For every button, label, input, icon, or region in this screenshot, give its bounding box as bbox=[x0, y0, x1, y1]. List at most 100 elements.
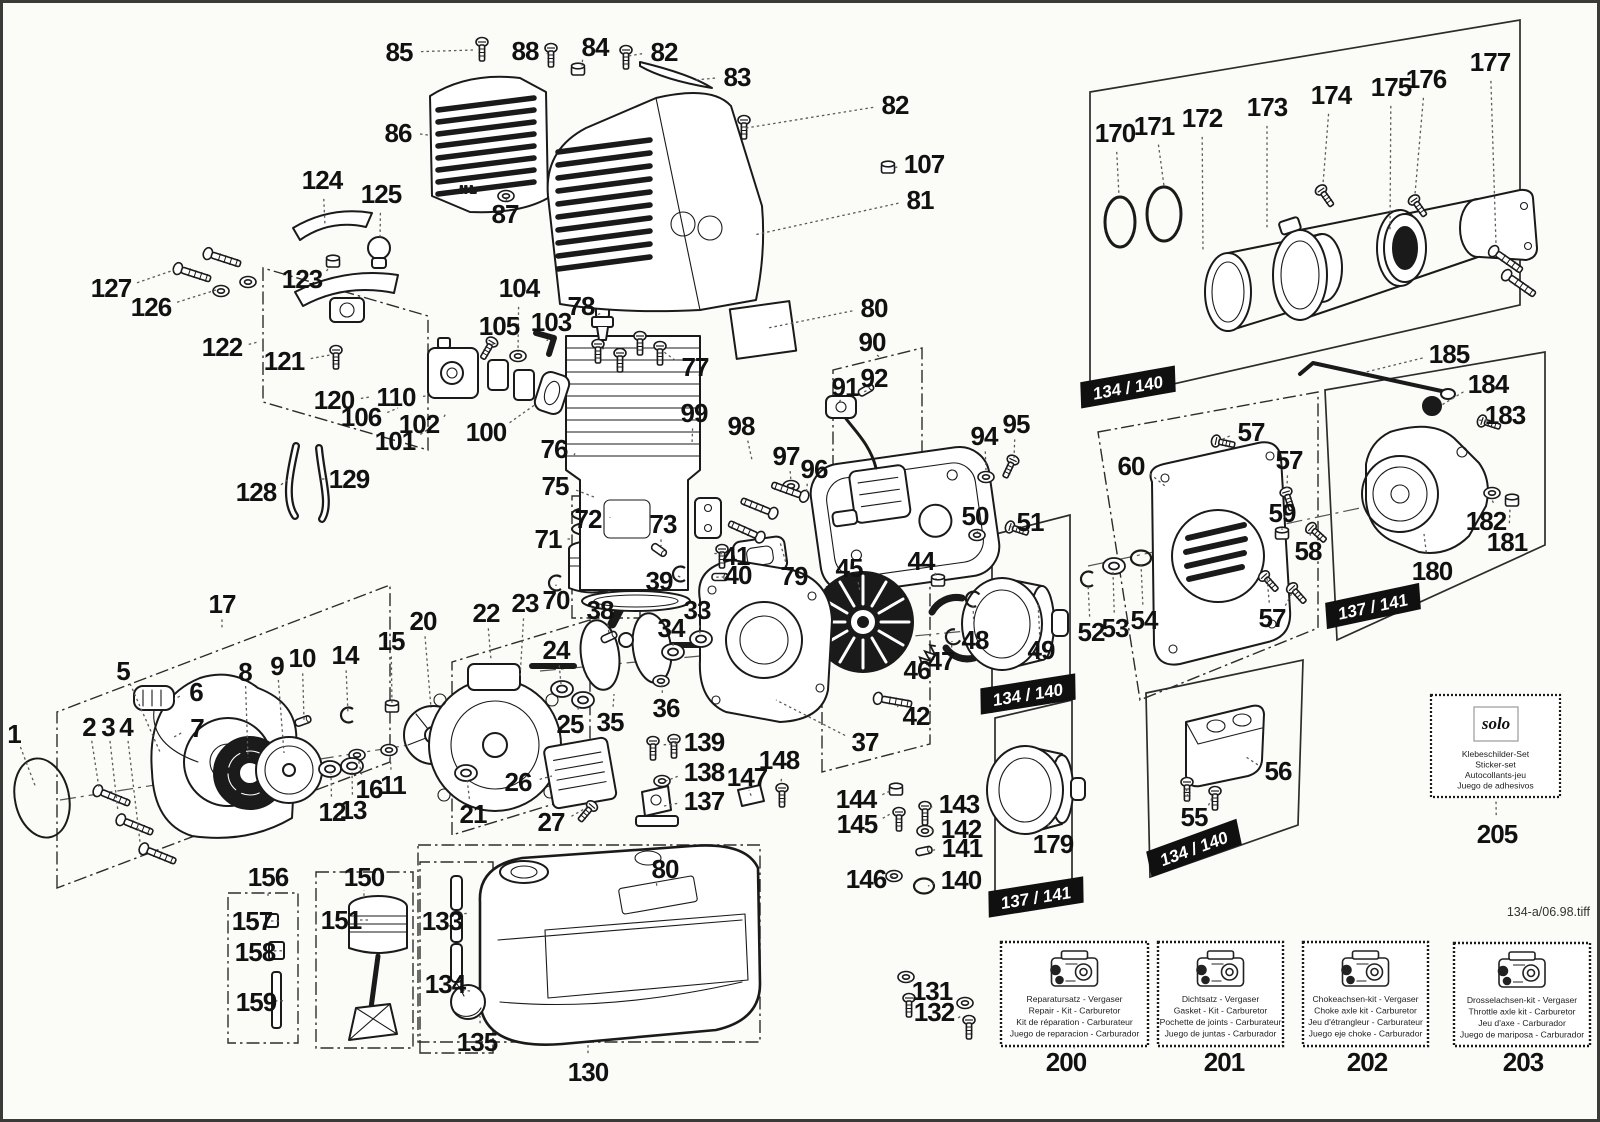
leader-line-181 bbox=[1508, 507, 1511, 524]
callout-20: 20 bbox=[410, 606, 437, 636]
leader-line-10 bbox=[302, 673, 305, 721]
leader-line-137 bbox=[663, 802, 678, 807]
washer-part-icon bbox=[1483, 486, 1501, 500]
leader-line-88 bbox=[546, 52, 549, 55]
callout-128: 128 bbox=[236, 477, 277, 507]
callout-71: 71 bbox=[535, 524, 562, 554]
callout-33: 33 bbox=[684, 595, 711, 625]
leader-line-144 bbox=[882, 790, 891, 796]
piston-kit-drawing bbox=[348, 895, 408, 1041]
leader-line-97 bbox=[789, 471, 792, 483]
leader-line-101 bbox=[419, 427, 431, 435]
sticker-set-box: soloKlebeschilder-SetSticker-setAutocoll… bbox=[1429, 693, 1562, 799]
leader-line-96 bbox=[805, 483, 808, 495]
leader-line-121 bbox=[310, 354, 331, 360]
kit-box-line: Jeu d'étrangleur - Carburateur bbox=[1308, 1017, 1423, 1027]
leader-line-179 bbox=[1047, 823, 1050, 826]
leader-line-184 bbox=[1439, 391, 1464, 407]
tank-bracket-drawing bbox=[635, 785, 679, 827]
kit-box-line: Kit de réparation - Carburateur bbox=[1016, 1017, 1133, 1027]
air-filter-cover-drawing bbox=[429, 75, 549, 214]
leader-line-53 bbox=[1112, 571, 1115, 613]
callout-60: 60 bbox=[1118, 451, 1145, 481]
callout-40: 40 bbox=[725, 560, 752, 590]
callout-143: 143 bbox=[939, 789, 980, 819]
leader-line-172 bbox=[1201, 136, 1204, 253]
washerB-part-icon bbox=[1102, 557, 1126, 575]
shroud-gasket-sheet-drawing bbox=[728, 300, 798, 360]
callout-170: 170 bbox=[1095, 118, 1136, 148]
leader-line-23 bbox=[519, 618, 525, 679]
clip-part-icon bbox=[339, 706, 355, 724]
leader-line-128 bbox=[280, 477, 291, 486]
callout-15: 15 bbox=[378, 626, 405, 656]
leader-line-107 bbox=[891, 166, 898, 170]
leader-line-127 bbox=[136, 269, 175, 284]
leader-line-78 bbox=[596, 312, 601, 316]
callout-41: 41 bbox=[723, 541, 750, 571]
leader-line-35 bbox=[612, 693, 615, 707]
leader-line-20 bbox=[424, 636, 432, 709]
callout-7: 7 bbox=[190, 713, 204, 743]
leader-line-45 bbox=[857, 581, 861, 593]
callout-103: 103 bbox=[531, 307, 572, 337]
clip-part-icon bbox=[942, 626, 962, 648]
callout-142: 142 bbox=[941, 814, 982, 844]
assembly-panel bbox=[1324, 350, 1546, 642]
leader-line-176 bbox=[1414, 97, 1425, 195]
callout-50: 50 bbox=[962, 501, 989, 531]
washerB-part-icon bbox=[689, 630, 713, 648]
callout-54: 54 bbox=[1131, 605, 1159, 635]
callout-185: 185 bbox=[1429, 339, 1470, 369]
leader-line-57 bbox=[1266, 577, 1270, 603]
spark-wire bbox=[842, 414, 878, 470]
leader-line-52 bbox=[1087, 583, 1091, 617]
leader-line-55 bbox=[1207, 793, 1215, 806]
primer-bulb bbox=[367, 236, 391, 260]
leader-line-133 bbox=[457, 912, 467, 915]
leader-line-4 bbox=[127, 740, 141, 843]
callout-171: 171 bbox=[1134, 111, 1175, 141]
kit-box-line: Pochette de joints - Carburateur bbox=[1160, 1017, 1282, 1027]
leader-line-39 bbox=[677, 575, 681, 578]
callout-157: 157 bbox=[232, 906, 273, 936]
kit-box-line: Reparatursatz - Vergaser bbox=[1026, 994, 1122, 1004]
kit-box-line: Juego de juntas - Carburador bbox=[1165, 1029, 1277, 1039]
screw-part-icon bbox=[775, 782, 789, 808]
callout-159: 159 bbox=[236, 987, 277, 1017]
callout-180: 180 bbox=[1412, 556, 1453, 586]
callout-80: 80 bbox=[652, 854, 679, 884]
callout-21: 21 bbox=[460, 799, 487, 829]
leader-line-126 bbox=[176, 289, 217, 303]
choke-rod-drawing bbox=[1298, 361, 1456, 416]
kit-box-line: Juego de mariposa - Carburador bbox=[1460, 1030, 1584, 1040]
callout-59: 59 bbox=[1269, 498, 1296, 528]
callout-13: 13 bbox=[340, 795, 367, 825]
callout-73: 73 bbox=[650, 509, 677, 539]
ignition-coil-drawing bbox=[825, 395, 912, 528]
callout-12: 12 bbox=[319, 797, 346, 827]
assembly-group-box bbox=[227, 892, 299, 1044]
callout-25: 25 bbox=[557, 709, 584, 739]
washerB-part-icon bbox=[318, 760, 342, 778]
leader-line-171 bbox=[1157, 144, 1165, 187]
callout-77: 77 bbox=[682, 352, 709, 382]
gear-housing-drawing bbox=[1361, 425, 1489, 554]
kit-box-line: Juego de reparacion - Carburador bbox=[1010, 1029, 1140, 1039]
callout-156: 156 bbox=[248, 862, 289, 892]
leader-line-122 bbox=[248, 341, 259, 346]
callout-48: 48 bbox=[962, 625, 989, 655]
fuel-hoses-drawing bbox=[284, 442, 330, 523]
callout-10: 10 bbox=[289, 643, 316, 673]
callout-181: 181 bbox=[1487, 527, 1528, 557]
assembly-group-box bbox=[419, 861, 494, 1054]
leader-line-80 bbox=[655, 883, 658, 889]
leader-line-103 bbox=[546, 339, 549, 342]
sticker-box-line: Juego de adhesivos bbox=[1457, 781, 1533, 791]
assembly-panel bbox=[1145, 658, 1304, 879]
solo-logo-frame bbox=[1473, 706, 1519, 742]
cylinder-drawing bbox=[565, 335, 722, 612]
screw-part-icon bbox=[544, 42, 558, 68]
nut-part-icon bbox=[1504, 493, 1520, 507]
callout-104: 104 bbox=[499, 273, 541, 303]
